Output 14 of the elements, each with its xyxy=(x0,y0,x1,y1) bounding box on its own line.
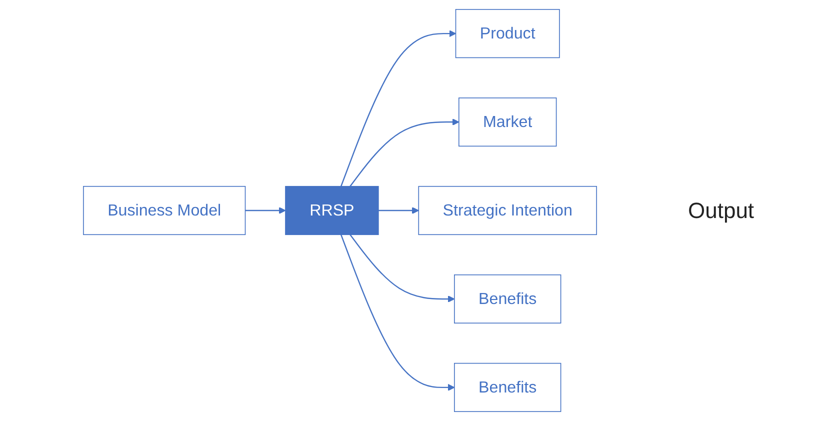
arrow xyxy=(245,206,286,214)
node-box: Product xyxy=(455,9,560,58)
arrow xyxy=(350,234,455,302)
arrow xyxy=(378,206,419,214)
node-box: Strategic Intention xyxy=(418,186,597,236)
arrow xyxy=(350,118,460,187)
node-box: Market xyxy=(458,98,557,147)
node-box: Benefits xyxy=(454,274,562,324)
node-box: RRSP xyxy=(285,186,379,236)
arrow xyxy=(340,30,456,187)
column-heading: Output xyxy=(688,198,756,224)
node-box: Business Model xyxy=(83,186,246,236)
node-box: Benefits xyxy=(454,362,562,412)
arrow xyxy=(340,234,455,391)
